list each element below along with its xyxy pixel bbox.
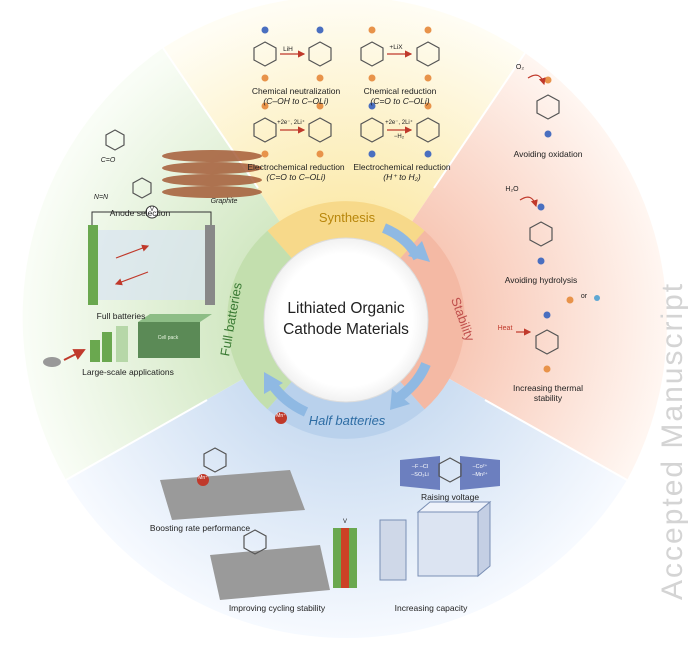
label-chem-neutralization: Chemical neutralization [251, 86, 341, 96]
label-v-full: V [149, 207, 155, 213]
label-substituents-left: –F –Cl [411, 464, 429, 470]
label-boosting-rate: Boosting rate performance [149, 523, 251, 533]
label-mn-2: Mn⁺ [198, 475, 208, 481]
label-heat: Heat [497, 325, 513, 332]
synthesis-sector [163, 0, 525, 320]
reagent-2e-a: +2e⁻, 2Li⁺ [277, 120, 305, 126]
large-scale-visual [43, 314, 212, 367]
cycling-stability-visual [210, 528, 357, 600]
label-improving-cycling: Improving cycling stability [228, 603, 326, 613]
oxidation-arrow [527, 74, 546, 86]
cycle-arrow-2-head [390, 389, 410, 410]
label-full-batteries: Full batteries [96, 311, 146, 321]
stability-sector [346, 53, 667, 480]
reagent-lih: LiH [283, 46, 293, 53]
stability-molecules [529, 94, 560, 355]
label-electrochem-reduction-1-sub: (C=O to C–OLi) [266, 172, 326, 182]
label-n-n: N=N [93, 194, 109, 201]
label-chem-reduction: Chemical reduction [363, 86, 437, 96]
reagent-h2: −H₂ [393, 134, 405, 140]
reagent-lix: +LiX [389, 44, 403, 51]
ring-stability-arc [398, 230, 465, 410]
label-substituents-right: –Co²⁺ [472, 464, 488, 470]
label-avoiding-hydrolysis: Avoiding hydrolysis [504, 275, 578, 285]
label-chem-reduction-sub: (C=O to C–OLi) [370, 96, 430, 106]
center-title-line2: Cathode Materials [283, 321, 409, 338]
label-h2o: H₂O [505, 186, 519, 193]
synthesis-molecules [253, 41, 440, 143]
label-anode-selection: Anode selection [109, 208, 171, 218]
ring-label-synthesis: Synthesis [318, 210, 376, 225]
cycle-arrow-3-head [264, 372, 283, 394]
watermark-text: Accepted Manuscript [660, 282, 689, 600]
center-title-line1: Lithiated Organic [287, 300, 405, 317]
label-avoiding-oxidation: Avoiding oxidation [513, 149, 583, 159]
center-circle [263, 237, 429, 403]
label-graphite: Graphite [210, 198, 238, 205]
label-substituents-left2: –SO₃Li [411, 472, 429, 478]
ring-label-half-batteries: Half batteries [308, 413, 386, 428]
stability-atoms [537, 76, 600, 373]
raising-voltage-visual [400, 456, 500, 490]
label-increasing-capacity: Increasing capacity [394, 603, 468, 613]
label-v-half: V [342, 519, 348, 525]
rate-performance-visual [160, 412, 305, 520]
label-chem-neutralization-sub: (C–OH to C–OLi) [263, 96, 329, 106]
capacity-visual [379, 500, 492, 581]
label-c-o: C=O [100, 157, 116, 164]
label-mn-1: Mn⁺ [276, 413, 286, 419]
label-electrochem-reduction-2-sub: (H⁺ to H₂) [383, 172, 421, 182]
label-thermal-line1: Increasing thermal [513, 383, 583, 393]
synthesis-atoms [261, 26, 432, 158]
cycle-arrow-1-head [408, 241, 430, 262]
synthesis-reaction-arrows [280, 50, 413, 134]
watermark: Accepted Manuscript [660, 282, 689, 600]
cycle-arrow-2 [395, 362, 431, 403]
label-thermal-line2: stability [533, 393, 563, 403]
label-substituents-right2: –Mn²⁺ [472, 472, 488, 478]
full-battery-cell-visual [88, 205, 215, 305]
label-electrochem-reduction-1: Electrochemical reduction [247, 162, 345, 172]
label-raising-voltage: Raising voltage [420, 492, 480, 502]
reagent-2e-b: +2e⁻, 2Li⁺ [385, 120, 413, 126]
hydrolysis-arrow [519, 196, 538, 208]
label-electrochem-reduction-2: Electrochemical reduction [353, 162, 451, 172]
label-cell-pack: Cell pack [157, 335, 179, 341]
label-large-scale: Large-scale applications [82, 367, 174, 377]
anode-selection-visual [105, 129, 262, 199]
label-o2: O₂ [515, 64, 525, 71]
label-or: or [580, 293, 588, 300]
